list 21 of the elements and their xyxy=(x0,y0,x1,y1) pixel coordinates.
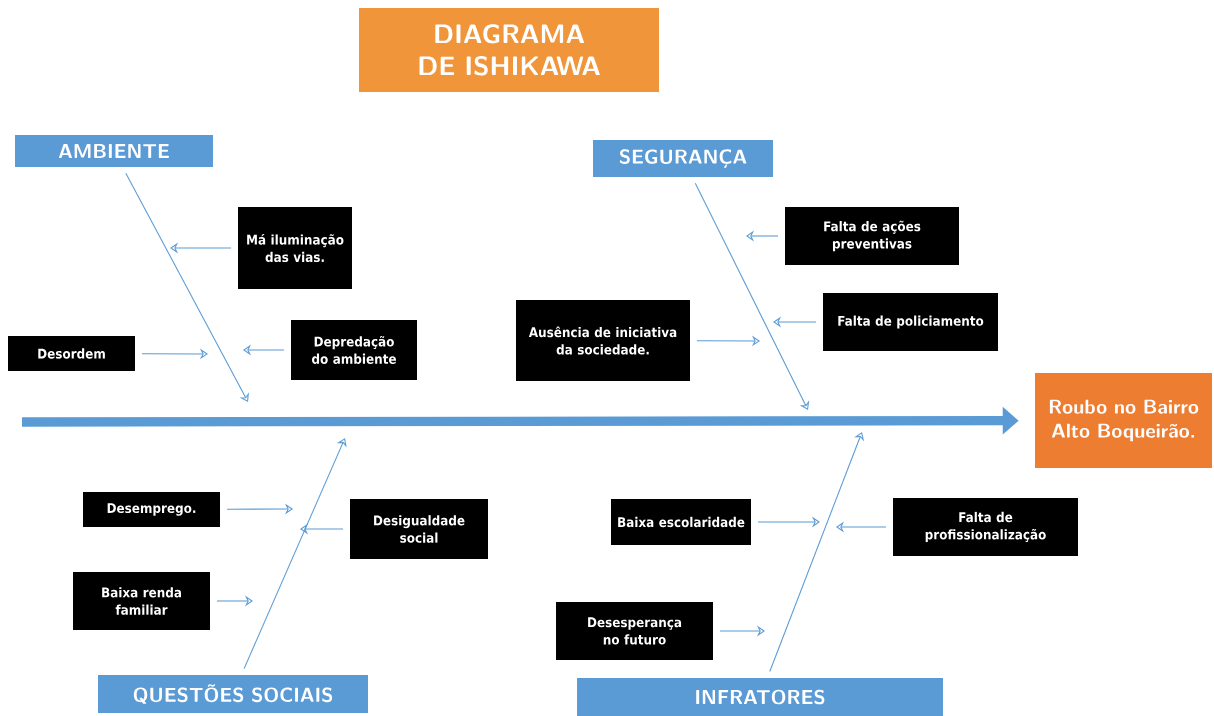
cause-box: Má iluminação das vias. xyxy=(238,207,352,289)
category-box: SEGURANÇA xyxy=(593,140,773,177)
cause-box: Ausência de iniciativa da sociedade. xyxy=(516,300,690,381)
cause-box: Baixa escolaridade xyxy=(611,499,751,545)
cause-box: Baixa renda familiar xyxy=(73,572,210,630)
arrow xyxy=(125,172,249,402)
arrow xyxy=(243,438,347,670)
cause-box: Falta de ações preventivas xyxy=(785,207,959,265)
cause-box: Desemprego. xyxy=(83,492,220,527)
category-box: AMBIENTE xyxy=(15,135,213,167)
effect-box: Roubo no Bairro Alto Boqueirão. xyxy=(1035,373,1212,468)
arrow xyxy=(694,182,810,410)
cause-box: Desesperança no futuro xyxy=(556,602,713,660)
category-box: INFRATORES xyxy=(577,678,943,716)
cause-box: Depredação do ambiente xyxy=(291,320,417,380)
category-box: QUESTÕES SOCIAIS xyxy=(98,675,368,713)
cause-box: Desigualdade social xyxy=(350,499,488,559)
title-box: DIAGRAMA DE ISHIKAWA xyxy=(359,8,659,92)
cause-box: Falta de policiamento xyxy=(823,293,998,351)
cause-box: Falta de profissionalização xyxy=(893,498,1078,556)
cause-box: Desordem xyxy=(8,336,135,371)
